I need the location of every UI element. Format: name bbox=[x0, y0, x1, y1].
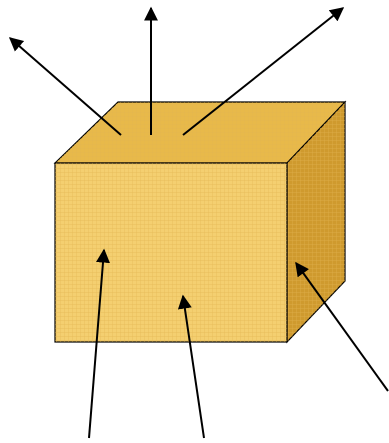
arrow-side-inward bbox=[295, 261, 389, 392]
arrow-front-center-inward bbox=[177, 294, 205, 439]
arrow-front-left-inward bbox=[88, 248, 110, 439]
cube-top-face-pattern bbox=[55, 102, 345, 163]
cube-side-face-pattern bbox=[287, 102, 345, 342]
arrow-top-right-outward bbox=[182, 7, 345, 136]
cube-front-face-pattern bbox=[55, 163, 287, 342]
arrows bbox=[8, 6, 389, 439]
arrow-top-left-outward bbox=[8, 37, 122, 136]
cube bbox=[53, 100, 347, 344]
